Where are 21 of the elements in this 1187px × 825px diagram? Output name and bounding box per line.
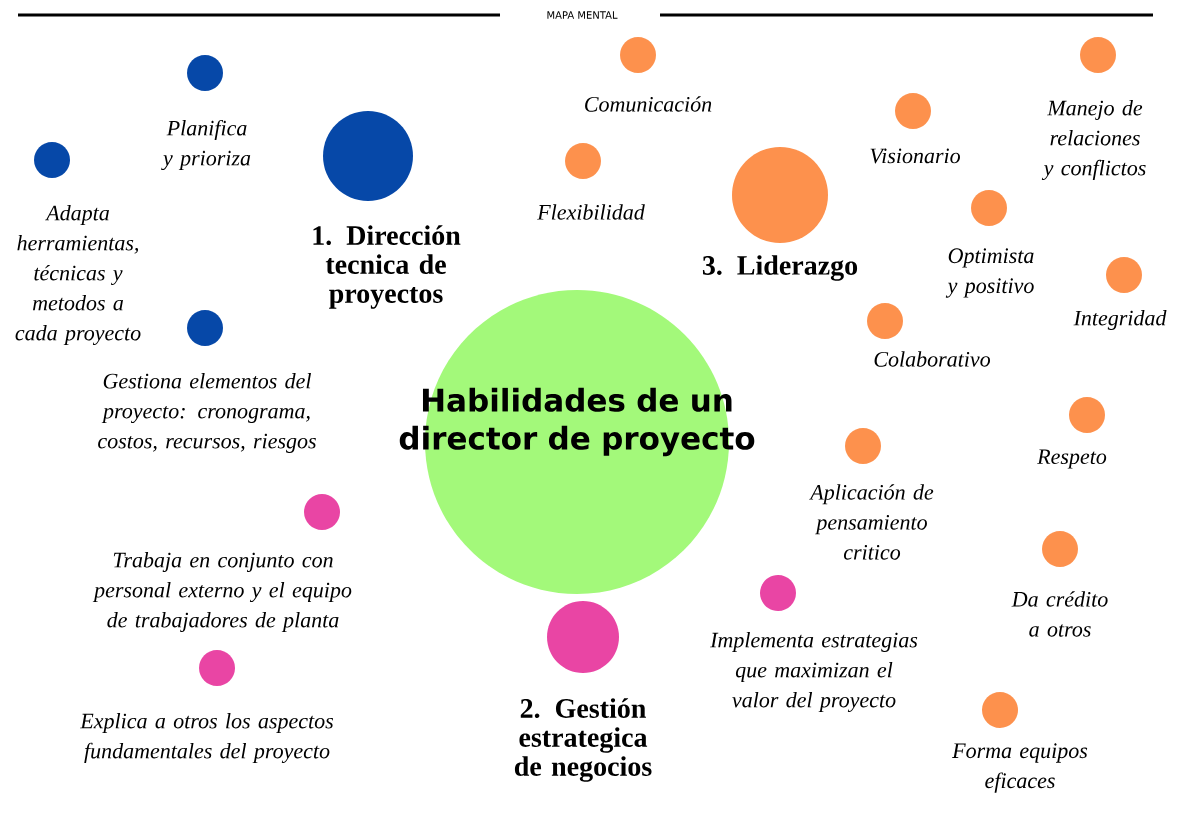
skill-label: Aplicación de pensamiento critico xyxy=(809,484,934,560)
skill-label: Integridad xyxy=(1073,310,1167,330)
skill-label: Comunicación xyxy=(585,96,712,112)
skill-label: Forma equipos eficaces xyxy=(952,743,1088,793)
skill-label: Gestiona elementos del proyecto: cronograma, costos, recursos, riesgos xyxy=(98,373,316,453)
skill-label: Implementa estrategias que maximizan el valor del proyecto xyxy=(710,632,918,712)
skill-label: Colaborativo xyxy=(874,351,991,367)
skill-label: Adapta herramientas, técnicas y metodos a cada proyecto xyxy=(15,205,141,345)
branch-title: 3. Liderazgo xyxy=(702,255,858,281)
skill-label: Explica a otros los aspectos fundamentales del proyecto xyxy=(80,713,334,763)
skill-label: Flexibilidad xyxy=(537,204,645,220)
skill-label: Optimista y positivo xyxy=(945,248,1034,298)
skill-label: Visionario xyxy=(870,148,960,164)
skill-label: Respeto xyxy=(1037,449,1107,469)
skill-label: Trabaja en conjunto con personal externo y el equipo de trabajadores de planta xyxy=(92,552,352,632)
skill-label: Planifica y prioriza xyxy=(161,119,251,171)
branch-title: 2. Gestión estrategica de negocios xyxy=(514,698,652,782)
branch-title: 1. Dirección tecnica de proyectos xyxy=(313,225,461,309)
skill-label: Da crédito a otros xyxy=(1011,591,1108,637)
skill-label: Manejo de relaciones y conflictos xyxy=(1041,100,1146,180)
header-title: MAPA MENTAL xyxy=(547,11,618,19)
